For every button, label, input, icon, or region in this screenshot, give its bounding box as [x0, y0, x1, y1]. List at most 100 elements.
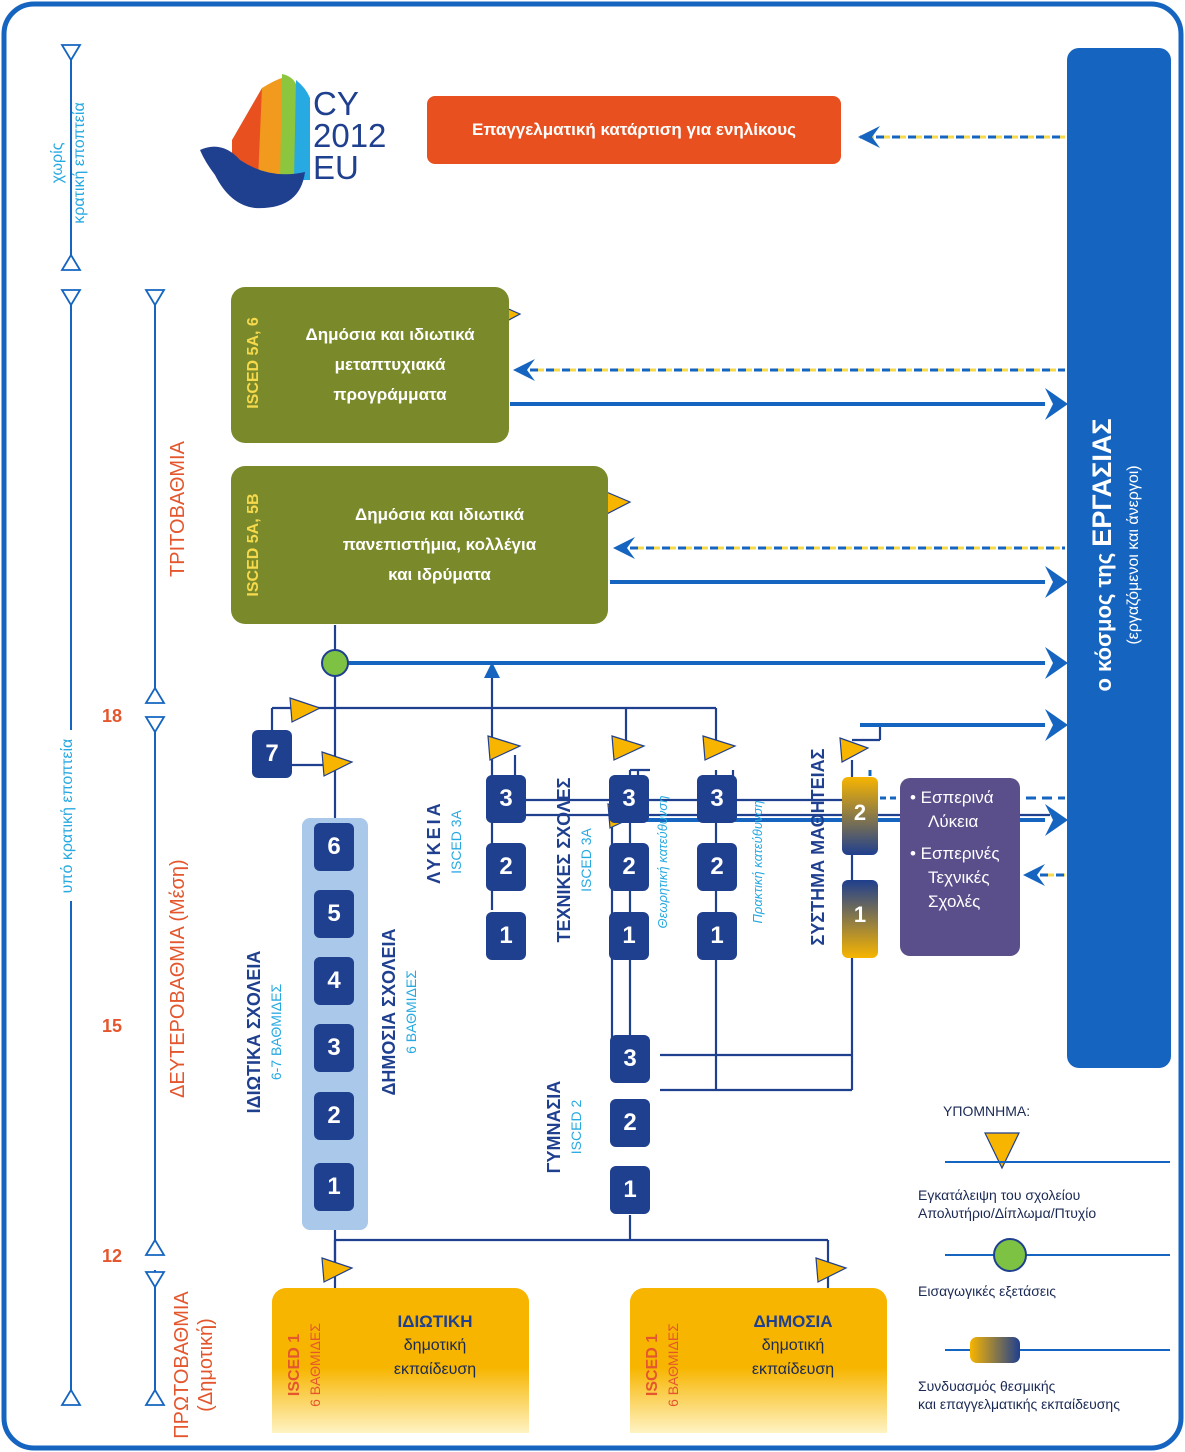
private-primary-isced: ISCED 1 6 ΒΑΘΜΙΔΕΣ	[285, 1310, 325, 1420]
legend-dropout-line-2: Απολυτήριο/Δίπλωμα/Πτυχίο	[918, 1205, 1097, 1221]
apprentice-grade-1: 1	[853, 902, 867, 927]
university-line-2: πανεπιστήμια, κολλέγια	[342, 535, 537, 554]
dashed-returns	[530, 135, 1065, 877]
lykeia-sub: ISCED 3A	[448, 810, 464, 874]
lykeia-grade-2: 2	[486, 843, 526, 891]
public-grade-4: 4	[314, 957, 354, 1005]
under-supervision-text: υπό κρατική εποπτεία	[59, 738, 76, 894]
legend-combo-line-1: Συνδυασμός θεσμικής	[918, 1378, 1056, 1394]
apprenticeship-text: ΣΥΣΤΗΜΑ ΜΑΘΗΤΕΙΑΣ	[808, 748, 828, 946]
no-supervision-line-2: κρατική εποπτεία	[71, 102, 88, 224]
university-isced-text: ISCED 5A, 5B	[245, 493, 262, 597]
gymnasia-label: ΓΥΜΝΑΣΙΑ ISCED 2	[543, 1062, 587, 1192]
public-grade-5: 5	[314, 890, 354, 938]
work-arrowheads	[484, 388, 1068, 836]
public-primary-isced: ISCED 1 6 ΒΑΘΜΙΔΕΣ	[643, 1310, 683, 1420]
legend-dropout: Εγκατάλειψη του σχολείου Απολυτήριο/Δίπλ…	[918, 1186, 1096, 1222]
public-primary-title: ΔΗΜΟΣΙΑ	[753, 1312, 833, 1331]
postgrad-line-3: προγράμματα	[333, 385, 447, 404]
public-primary-box	[630, 1288, 887, 1433]
gymnasia-title: ΓΥΜΝΑΣΙΑ	[544, 1080, 564, 1174]
gym-grade-3: 3	[610, 1035, 650, 1083]
public-schools-title: ΔΗΜΟΣΙΑ ΣΧΟΛΕΙΑ	[379, 928, 399, 1096]
gym-grade-2: 2	[610, 1099, 650, 1147]
exam-circle	[321, 649, 349, 677]
age-15: 15	[102, 1016, 123, 1036]
private-primary-grades: 6 ΒΑΘΜΙΔΕΣ	[307, 1323, 323, 1407]
level-secondary: ΔΕΥΤΕΡΟΒΑΘΜΙΑ (Μέση)	[167, 859, 193, 1098]
public-schools-sub: 6 ΒΑΘΜΙΔΕΣ	[403, 970, 419, 1054]
logo-line-2: 2012	[313, 117, 387, 154]
postgrad-line-1: Δημόσια και ιδιωτικά	[305, 325, 475, 344]
level-primary-line-1: ΠΡΩΤΟΒΑΘΜΙΑ	[171, 1291, 193, 1439]
technical-label: ΤΕΧΝΙΚΕΣ ΣΧΟΛΕΣ ISCED 3A	[553, 760, 597, 960]
tech-theory-grade-1: 1	[609, 912, 649, 960]
age-18: 18	[102, 706, 123, 726]
lykeia-label: ΛΥΚΕΙΑ ISCED 3A	[423, 787, 467, 897]
private-schools-sub: 6-7 ΒΑΘΜΙΔΕΣ	[268, 983, 284, 1081]
postgrad-box: Δημόσια και ιδιωτικά μεταπτυχιακά προγρά…	[231, 287, 509, 443]
apprentice-box-2	[842, 777, 878, 855]
work-world-prefix: ο κόσμος της	[1091, 552, 1116, 692]
private-primary-l2: εκπαίδευση	[393, 1361, 477, 1378]
public-grade-2: 2	[314, 1092, 354, 1140]
private-primary-box	[272, 1288, 529, 1433]
tech-practical-grade-2: 2	[697, 843, 737, 891]
timeline-markers	[60, 44, 166, 1406]
legend-gradient	[970, 1337, 1020, 1363]
postgrad-isced: ISCED 5A, 6	[245, 303, 267, 423]
public-primary-l1: δημοτική	[761, 1337, 825, 1354]
tech-theory-grade-2: 2	[609, 843, 649, 891]
university-box: Δημόσια και ιδιωτικά πανεπιστήμια, κολλέ…	[231, 466, 608, 624]
university-isced: ISCED 5A, 5B	[245, 480, 267, 610]
gymnasia-sub: ISCED 2	[568, 1099, 584, 1155]
technical-title: ΤΕΧΝΙΚΕΣ ΣΧΟΛΕΣ	[554, 777, 574, 943]
adult-training-label: Επαγγελματική κατάρτιση για ενηλίκους	[471, 120, 796, 139]
apprentice-grade-2: 2	[853, 800, 867, 825]
work-world-bold: ΕΡΓΑΣΙΑΣ	[1087, 418, 1117, 547]
logo-graphic	[200, 74, 310, 209]
under-supervision-label: υπό κρατική εποπτεία	[59, 731, 81, 901]
evening-b1b: Λύκεια	[928, 812, 979, 831]
apprentice-box-1	[842, 880, 878, 958]
public-schools-label: ΔΗΜΟΣΙΑ ΣΧΟΛΕΙΑ 6 ΒΑΘΜΙΔΕΣ	[378, 907, 422, 1117]
age-12: 12	[102, 1246, 123, 1266]
level-primary-line-2: (Δημοτική)	[195, 1318, 217, 1412]
logo-line-3: EU	[313, 149, 359, 186]
evening-b2c: Σχολές	[928, 892, 981, 911]
legend-circle	[993, 1238, 1027, 1272]
legend-dropout-line-1: Εγκατάλειψη του σχολείου	[918, 1187, 1081, 1203]
private-schools-label: ΙΔΙΩΤΙΚΑ ΣΧΟΛΕΙΑ 6-7 ΒΑΘΜΙΔΕΣ	[243, 927, 287, 1137]
no-supervision-line-1: χωρίς	[49, 142, 66, 184]
private-grade-7: 7	[252, 730, 292, 778]
lykeia-grade-1: 1	[486, 912, 526, 960]
legend-exams: Εισαγωγικές εξετάσεις	[918, 1283, 1057, 1299]
no-supervision-label: χωρίς κρατική εποπτεία	[47, 93, 93, 233]
lykeia-grade-3: 3	[486, 775, 526, 823]
legend-title: ΥΠΟΜΝΗΜΑ:	[943, 1103, 1031, 1119]
work-world-bar	[1067, 48, 1171, 1068]
public-primary-isced-text: ISCED 1	[644, 1333, 661, 1397]
private-schools-title: ΙΔΙΩΤΙΚΑ ΣΧΟΛΕΙΑ	[244, 950, 264, 1114]
private-primary-text: ΙΔΙΩΤΙΚΗ δημοτική εκπαίδευση	[360, 1310, 510, 1382]
public-grade-6: 6	[314, 823, 354, 871]
legend-combo-line-2: και επαγγελματικής εκπαίδευσης	[918, 1396, 1120, 1412]
private-primary-isced-text: ISCED 1	[286, 1333, 303, 1397]
postgrad-isced-text: ISCED 5A, 6	[245, 317, 262, 409]
practical-label: Πρακτική κατεύθυνση	[750, 782, 770, 942]
adult-training-box: Επαγγελματική κατάρτιση για ενηλίκους	[427, 96, 841, 164]
tech-theory-grade-3: 3	[609, 775, 649, 823]
university-line-3: και ιδρύματα	[388, 565, 491, 584]
public-primary-l2: εκπαίδευση	[751, 1361, 835, 1378]
practical-text: Πρακτική κατεύθυνση	[750, 800, 765, 924]
work-world-text: ο κόσμος της ΕΡΓΑΣΙΑΣ (εργαζόμενοι και ά…	[1085, 255, 1155, 855]
logo-text: CY 2012 EU	[313, 87, 387, 186]
lykeia-title: ΛΥΚΕΙΑ	[424, 800, 444, 884]
postgrad-line-2: μεταπτυχιακά	[334, 355, 446, 374]
evening-b2b: Τεχνικές	[928, 868, 990, 887]
private-primary-l1: δημοτική	[403, 1337, 467, 1354]
work-world-sub: (εργαζόμενοι και άνεργοι)	[1125, 465, 1142, 645]
